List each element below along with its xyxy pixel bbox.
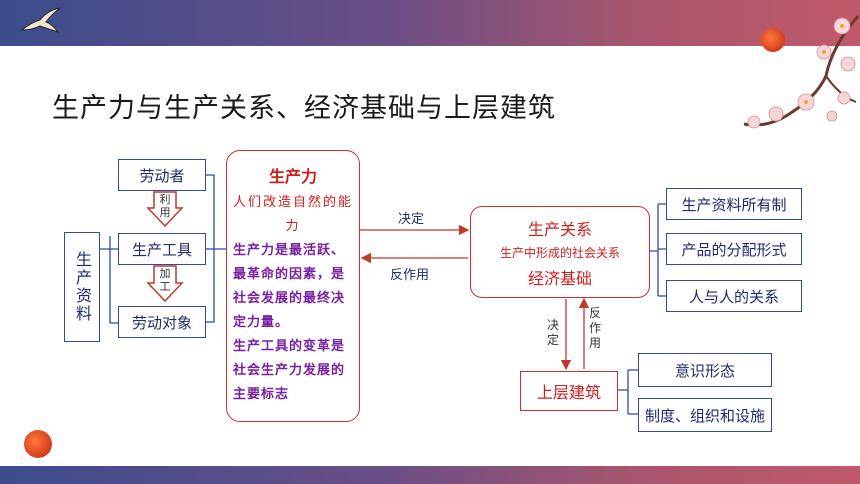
productive-forces-statement: 生产力是最活跃、最革命的因素，是社会发展的最终决定力量。 (233, 243, 346, 330)
production-relations-subtitle: 生产中形成的社会关系 (499, 245, 620, 260)
ideology-label: 意识形态 (674, 361, 735, 380)
plum-blossom-icon (743, 15, 860, 129)
means-of-production-label: 生产资料 (73, 251, 92, 323)
page-title: 生产力与生产关系、经济基础与上层建筑 (52, 93, 556, 124)
institutions-label: 制度、组织和设施 (644, 406, 765, 425)
object-box: 劳动对象 (118, 306, 206, 338)
tool-box: 生产工具 (118, 233, 206, 265)
worker-label: 劳动者 (139, 166, 185, 185)
react-label: 反作用 (390, 268, 430, 283)
productive-forces-definition: 人们改造自然的能力 (233, 195, 354, 234)
decide-label: 决定 (398, 212, 425, 227)
ownership-label: 生产资料所有制 (681, 195, 787, 214)
human-relations-box: 人与人的关系 (666, 280, 802, 312)
superstructure-box: 上层建筑 (520, 371, 618, 411)
swallow-icon (20, 7, 62, 33)
production-relations-heading: 生产关系 (527, 219, 592, 239)
economic-base-label: 经济基础 (527, 268, 592, 288)
process-label: 加工 (159, 267, 171, 293)
productive-forces-box: 生产力 人们改造自然的能力 生产力是最活跃、最革命的因素，是社会发展的最终决定力… (226, 150, 360, 422)
lantern-icon (24, 430, 52, 458)
decide-vertical-label: 决定 (546, 318, 559, 347)
object-label: 劳动对象 (131, 313, 192, 332)
institutions-box: 制度、组织和设施 (638, 398, 772, 432)
lantern-icon (761, 28, 785, 52)
top-banner (0, 0, 860, 46)
productive-forces-heading: 生产力 (268, 167, 317, 186)
ideology-box: 意识形态 (638, 353, 772, 387)
ownership-box: 生产资料所有制 (666, 188, 802, 220)
production-relations-box: 生产关系 生产中形成的社会关系 经济基础 (470, 206, 650, 298)
use-label: 利用 (159, 193, 171, 219)
worker-box: 劳动者 (118, 159, 206, 191)
means-of-production-box: 生产资料 (64, 232, 100, 342)
tool-label: 生产工具 (131, 240, 192, 259)
tool-change-statement: 生产工具的变革是社会生产力发展的主要标志 (233, 339, 346, 402)
distribution-label: 产品的分配形式 (681, 240, 787, 259)
distribution-box: 产品的分配形式 (666, 233, 802, 265)
react-vertical-label: 反作用 (588, 306, 601, 350)
bottom-banner (0, 466, 860, 484)
superstructure-heading: 上层建筑 (536, 383, 601, 402)
human-relations-label: 人与人的关系 (688, 287, 779, 306)
